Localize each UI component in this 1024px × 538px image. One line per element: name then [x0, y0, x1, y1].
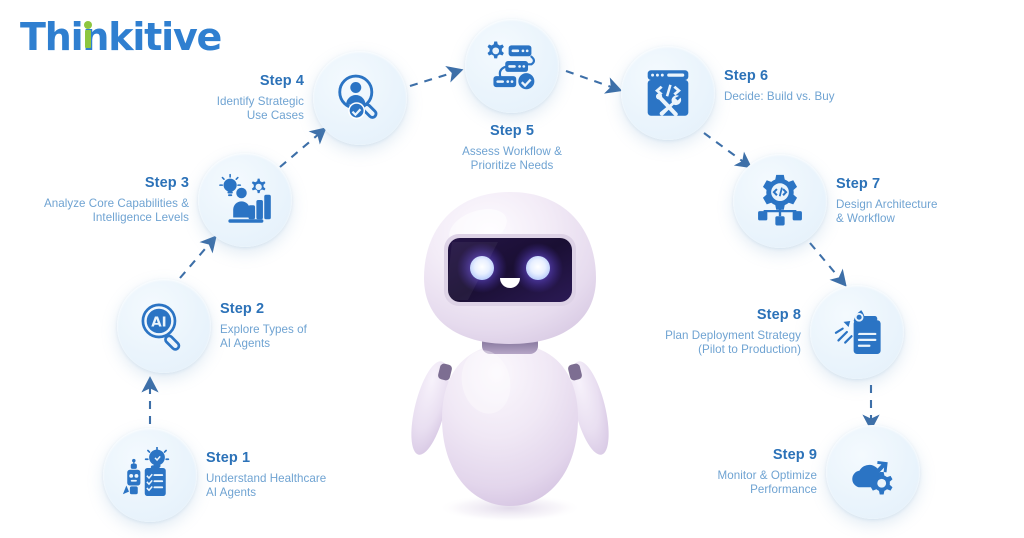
- step-1-title: Step 1: [206, 450, 251, 466]
- workflow-nodes-check-icon: [485, 39, 539, 93]
- connector-3-4: [279, 127, 327, 168]
- robot-lightbulb-checklist-icon: [122, 447, 178, 503]
- step-3-caption: Step 3 Analyze Core Capabilities & Intel…: [0, 174, 189, 226]
- browser-code-tools-icon: [642, 67, 694, 119]
- step-9-icon-bubble[interactable]: [826, 425, 920, 519]
- step-7-caption: Step 7 Design Architecture & Workflow: [836, 175, 1024, 227]
- robot-eye-right: [526, 256, 550, 280]
- robot-arm-right: [568, 361, 609, 455]
- step-8-caption: Step 8 Plan Deployment Strategy (Pilot t…: [591, 306, 801, 358]
- step-4-desc: Identify Strategic Use Cases: [216, 94, 304, 123]
- step-2-caption: Step 2 Explore Types of AI Agents: [220, 300, 430, 352]
- step-4-caption: Step 4 Identify Strategic Use Cases: [94, 72, 304, 124]
- brand-logo[interactable]: Thinkitive: [20, 15, 222, 59]
- step-5-desc: Assess Workflow & Prioritize Needs: [462, 144, 562, 173]
- step-1-icon-bubble[interactable]: [103, 428, 197, 522]
- robot-body: [442, 344, 578, 506]
- step-4-title: Step 4: [259, 73, 304, 89]
- step-6-icon-bubble[interactable]: [621, 46, 715, 140]
- step-6-caption: Step 6 Decide: Build vs. Buy: [724, 67, 934, 104]
- ai-magnifier-icon: AI: [137, 299, 191, 353]
- robot-arm-left: [411, 361, 452, 455]
- step-8-title: Step 8: [756, 307, 801, 323]
- step-2-desc: Explore Types of AI Agents: [220, 322, 307, 351]
- step-7-icon-bubble[interactable]: [733, 154, 827, 248]
- step-7-title: Step 7: [836, 176, 881, 192]
- step-1-desc: Understand Healthcare AI Agents: [206, 471, 327, 500]
- step-9-desc: Monitor & Optimize Performance: [717, 468, 817, 497]
- green-stem-icon: [85, 30, 91, 48]
- step-7-desc: Design Architecture & Workflow: [836, 197, 938, 226]
- person-magnifier-check-icon: [333, 71, 387, 125]
- svg-text:AI: AI: [151, 314, 166, 330]
- connector-7-8: [809, 242, 847, 287]
- robot-mouth: [500, 278, 520, 288]
- step-8-desc: Plan Deployment Strategy (Pilot to Produ…: [665, 328, 801, 357]
- connector-4-5: [409, 66, 464, 88]
- step-9-caption: Step 9 Monitor & Optimize Performance: [607, 446, 817, 498]
- connector-5-6: [565, 70, 623, 94]
- brand-name: Thinkitive: [20, 15, 222, 59]
- healthcare-ai-robot-mascot: [382, 186, 637, 526]
- step-3-icon-bubble[interactable]: [198, 153, 292, 247]
- green-dot-icon: [84, 21, 92, 29]
- step-3-title: Step 3: [144, 175, 189, 191]
- connector-2-3: [179, 235, 217, 279]
- step-9-title: Step 9: [772, 447, 817, 463]
- rocket-launch-document-icon: [830, 305, 884, 359]
- step-5-title: Step 5: [489, 123, 535, 139]
- step-6-desc: Decide: Build vs. Buy: [724, 89, 835, 103]
- step-3-desc: Analyze Core Capabilities & Intelligence…: [43, 196, 189, 225]
- step-2-icon-bubble[interactable]: AI: [117, 279, 211, 373]
- step-4-icon-bubble[interactable]: [313, 51, 407, 145]
- cloud-growth-gear-icon: [846, 445, 900, 499]
- gear-code-architecture-icon: [753, 174, 807, 228]
- step-5-caption: Step 5 Assess Workflow & Prioritize Need…: [407, 122, 617, 174]
- step-1-caption: Step 1 Understand Healthcare AI Agents: [206, 449, 416, 501]
- robot-eye-left: [470, 256, 494, 280]
- step-2-title: Step 2: [220, 301, 265, 317]
- step-8-icon-bubble[interactable]: [810, 285, 904, 379]
- step-5-icon-bubble[interactable]: [465, 19, 559, 113]
- step-6-title: Step 6: [724, 68, 769, 84]
- connector-6-7: [703, 132, 753, 169]
- lightbulb-gear-bargraph-icon: [217, 172, 273, 228]
